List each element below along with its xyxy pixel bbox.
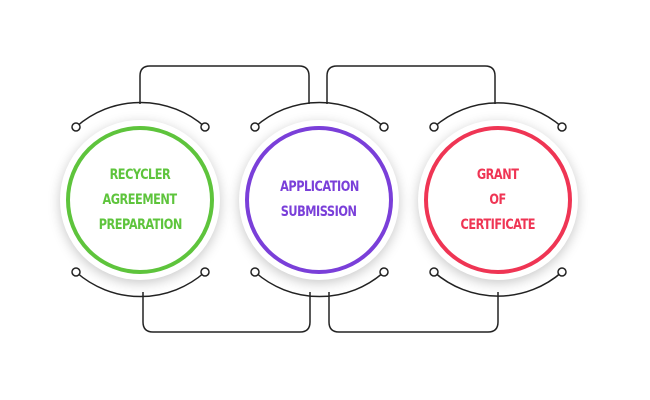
- top-connector-1-2: [139, 65, 310, 104]
- arc-bottom-2: [254, 271, 385, 298]
- node-dot: [250, 267, 260, 277]
- arc-top-2: [254, 101, 385, 128]
- step-3-label-line: GRANT: [477, 166, 519, 183]
- top-connector-2-3: [326, 65, 496, 104]
- bottom-connector-2-3: [328, 292, 499, 333]
- bottom-connector-1-2: [142, 292, 311, 333]
- node-dot: [557, 122, 567, 132]
- step-3-ring: GRANT OF CERTIFICATE: [424, 126, 572, 274]
- step-2-label-line: APPLICATION: [279, 179, 359, 195]
- node-dot: [200, 122, 210, 132]
- arc-bottom-3: [433, 271, 563, 297]
- step-2-circle: APPLICATION SUBMISSION: [239, 120, 399, 280]
- step-3-circle: GRANT OF CERTIFICATE: [418, 120, 578, 280]
- node-dot: [250, 122, 260, 132]
- node-dot: [557, 267, 567, 277]
- step-3-label-line: CERTIFICATE: [460, 216, 536, 233]
- step-1-ring: RECYCLER AGREEMENT PREPARATION: [66, 126, 214, 274]
- node-dot: [71, 267, 81, 277]
- node-dot: [379, 267, 389, 277]
- node-dot: [429, 267, 439, 277]
- step-1-label-line: PREPARATION: [98, 216, 182, 233]
- step-1-circle: RECYCLER AGREEMENT PREPARATION: [60, 120, 220, 280]
- step-2-ring: APPLICATION SUBMISSION: [245, 126, 393, 274]
- arc-top-3: [433, 102, 563, 128]
- arc-top-1: [75, 101, 206, 128]
- arc-bottom-1: [75, 271, 206, 298]
- step-2-label-line: SUBMISSION: [281, 204, 357, 220]
- node-dot: [429, 122, 439, 132]
- step-1-label-line: RECYCLER: [109, 166, 171, 183]
- node-dot: [200, 267, 210, 277]
- node-dot: [379, 122, 389, 132]
- step-3-label-line: OF: [489, 191, 507, 208]
- node-dot: [71, 122, 81, 132]
- step-1-label-line: AGREEMENT: [102, 191, 178, 208]
